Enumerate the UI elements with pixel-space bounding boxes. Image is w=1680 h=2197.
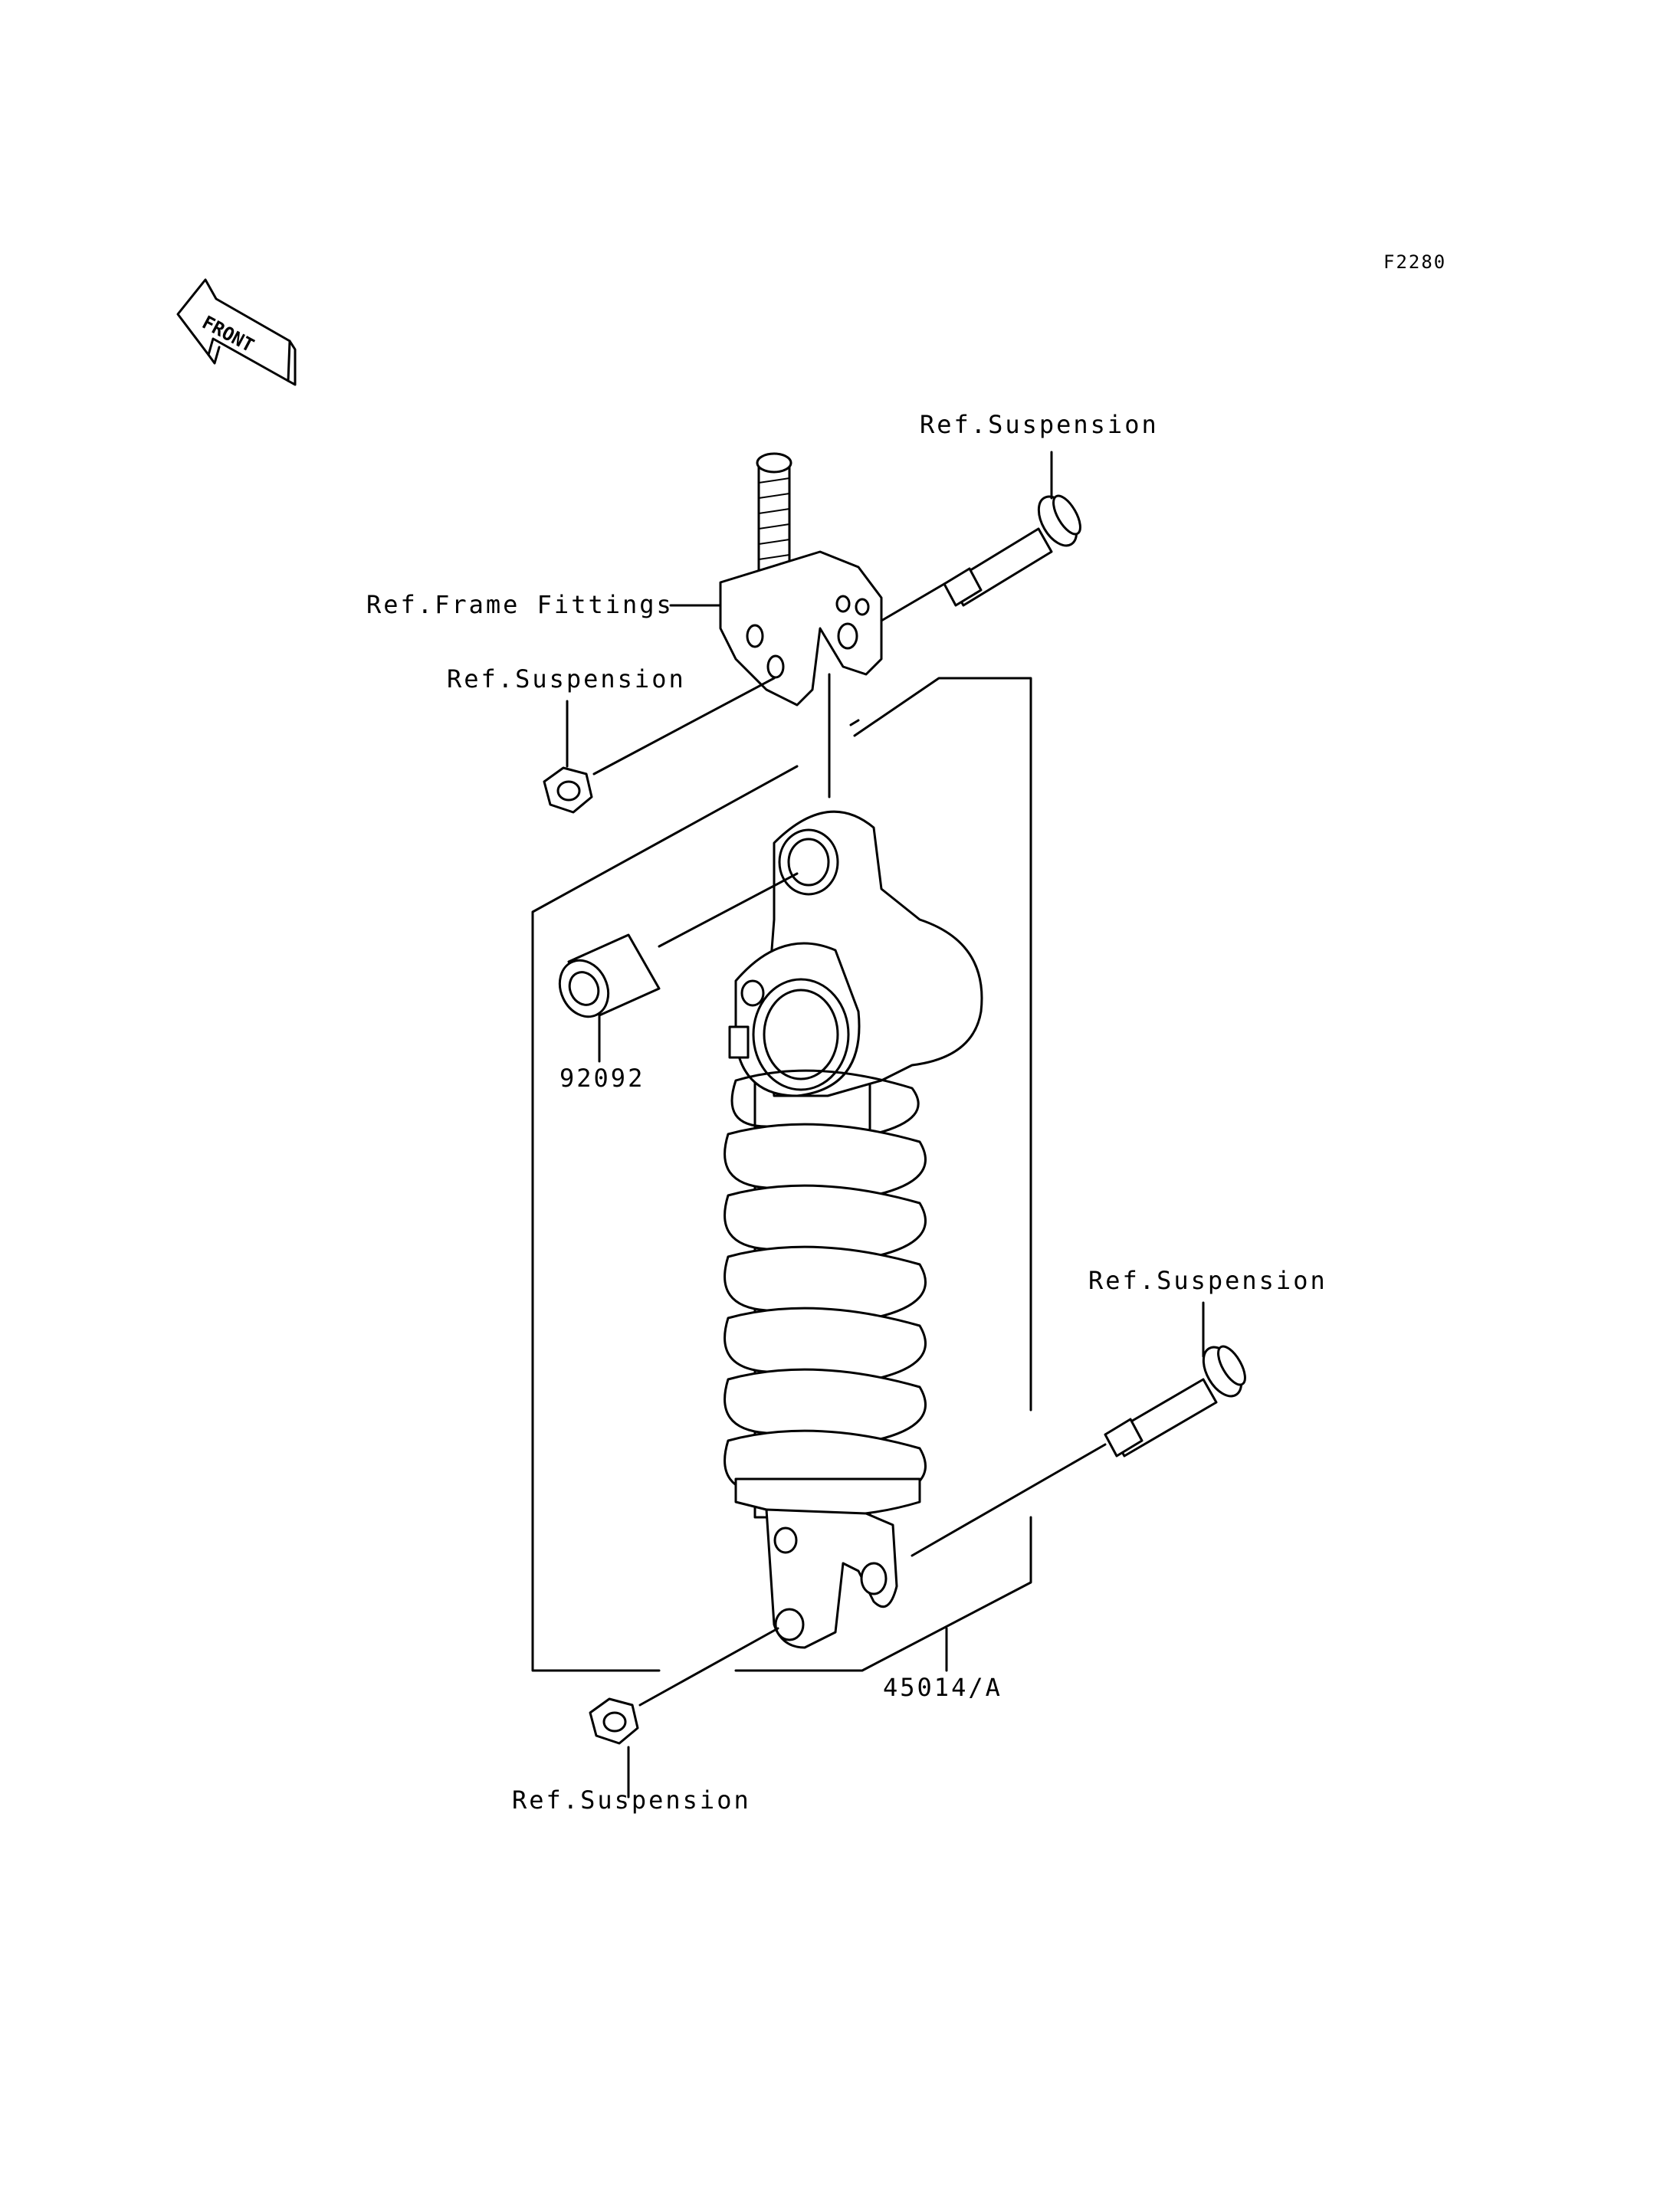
top-bolt	[943, 494, 1081, 607]
label-ref-suspension-top-nut: Ref.Suspension	[447, 664, 686, 694]
label-ref-suspension-lower-nut: Ref.Suspension	[512, 1785, 751, 1815]
lower-bolt	[1104, 1345, 1246, 1458]
figure-code: F2280	[1383, 251, 1446, 273]
leader-lines	[531, 451, 1205, 1799]
frame-fitting-bracket	[719, 452, 883, 707]
lower-nut	[589, 1697, 639, 1745]
label-ref-suspension-lower-bolt: Ref.Suspension	[1088, 1266, 1327, 1295]
front-arrow-icon: FRONT	[176, 278, 297, 386]
label-part-92092: 92092	[559, 1064, 645, 1093]
shock-absorber	[724, 810, 983, 1649]
label-part-45014-a: 45014/A	[883, 1673, 1002, 1702]
label-ref-suspension-top-bolt: Ref.Suspension	[920, 410, 1159, 439]
bushing	[558, 933, 661, 1018]
top-nut	[543, 766, 593, 814]
label-ref-frame-fittings: Ref.Frame Fittings	[366, 590, 674, 619]
